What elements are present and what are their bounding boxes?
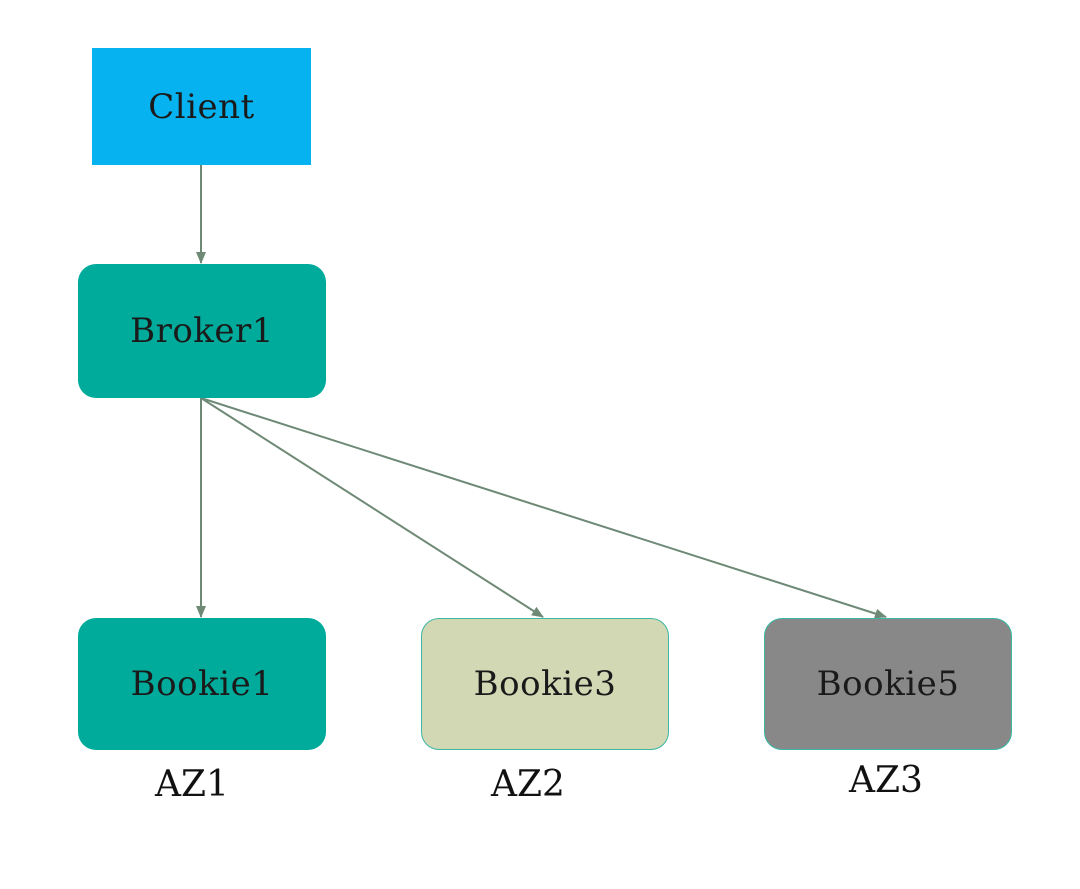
edge-broker1-bookie5 [200, 397, 887, 619]
bookie1-node: Bookie1 [78, 618, 326, 750]
bookie5-node: Bookie5 [764, 618, 1012, 750]
client-node-label: Client [148, 86, 255, 127]
edge-broker1-bookie3 [200, 397, 544, 618]
client-node: Client [92, 48, 311, 165]
broker1-node-label: Broker1 [130, 311, 274, 351]
bookie5-node-label: Bookie5 [816, 664, 960, 704]
bookie3-node: Bookie3 [421, 618, 669, 750]
broker1-node: Broker1 [78, 264, 326, 398]
zone-label-az2: AZ2 [491, 764, 565, 805]
bookie1-node-label: Bookie1 [130, 664, 274, 704]
zone-label-az3: AZ3 [849, 760, 923, 801]
bookie3-node-label: Bookie3 [473, 664, 617, 704]
zone-label-az1: AZ1 [155, 764, 229, 805]
